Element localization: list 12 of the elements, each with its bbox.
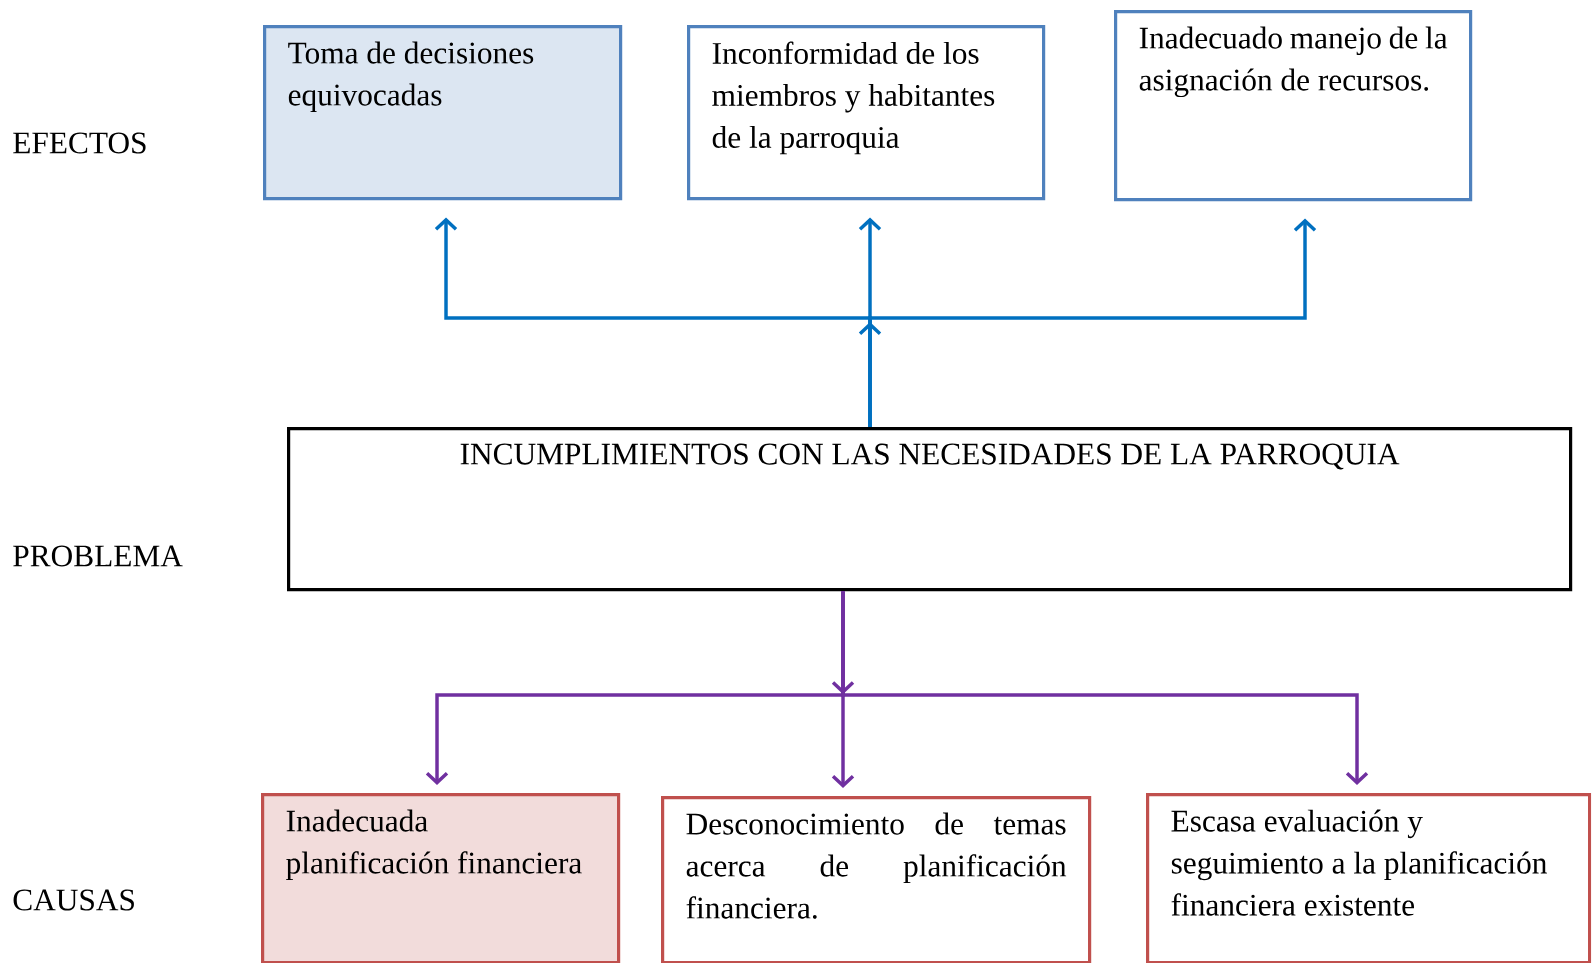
row-label: EFECTOS [13,132,146,154]
effect-box: Inadecuado manejo de la asignación de recursos. [1114,10,1473,202]
effect-box: Toma de decisiones equivocadas [263,25,623,201]
arrow [841,591,1369,785]
row-label: PROBLEMA [13,545,183,567]
cause-box: Escasa evaluación y seguimiento a la planificación financiera existente [1146,793,1592,963]
arrow [868,218,1317,427]
effect-box: Inconformidad de los miembros y habitantes de la parroquia [687,25,1046,201]
cause-box: Desconocimiento de temas acerca de planificación financiera. [661,796,1092,963]
cause-box: Inadecuada planificación financiera [261,793,621,963]
row-label: CAUSAS [13,889,134,911]
problem-box: INCUMPLIMIENTOS CON LAS NECESIDADES DE LA PARROQUIA [287,427,1573,592]
